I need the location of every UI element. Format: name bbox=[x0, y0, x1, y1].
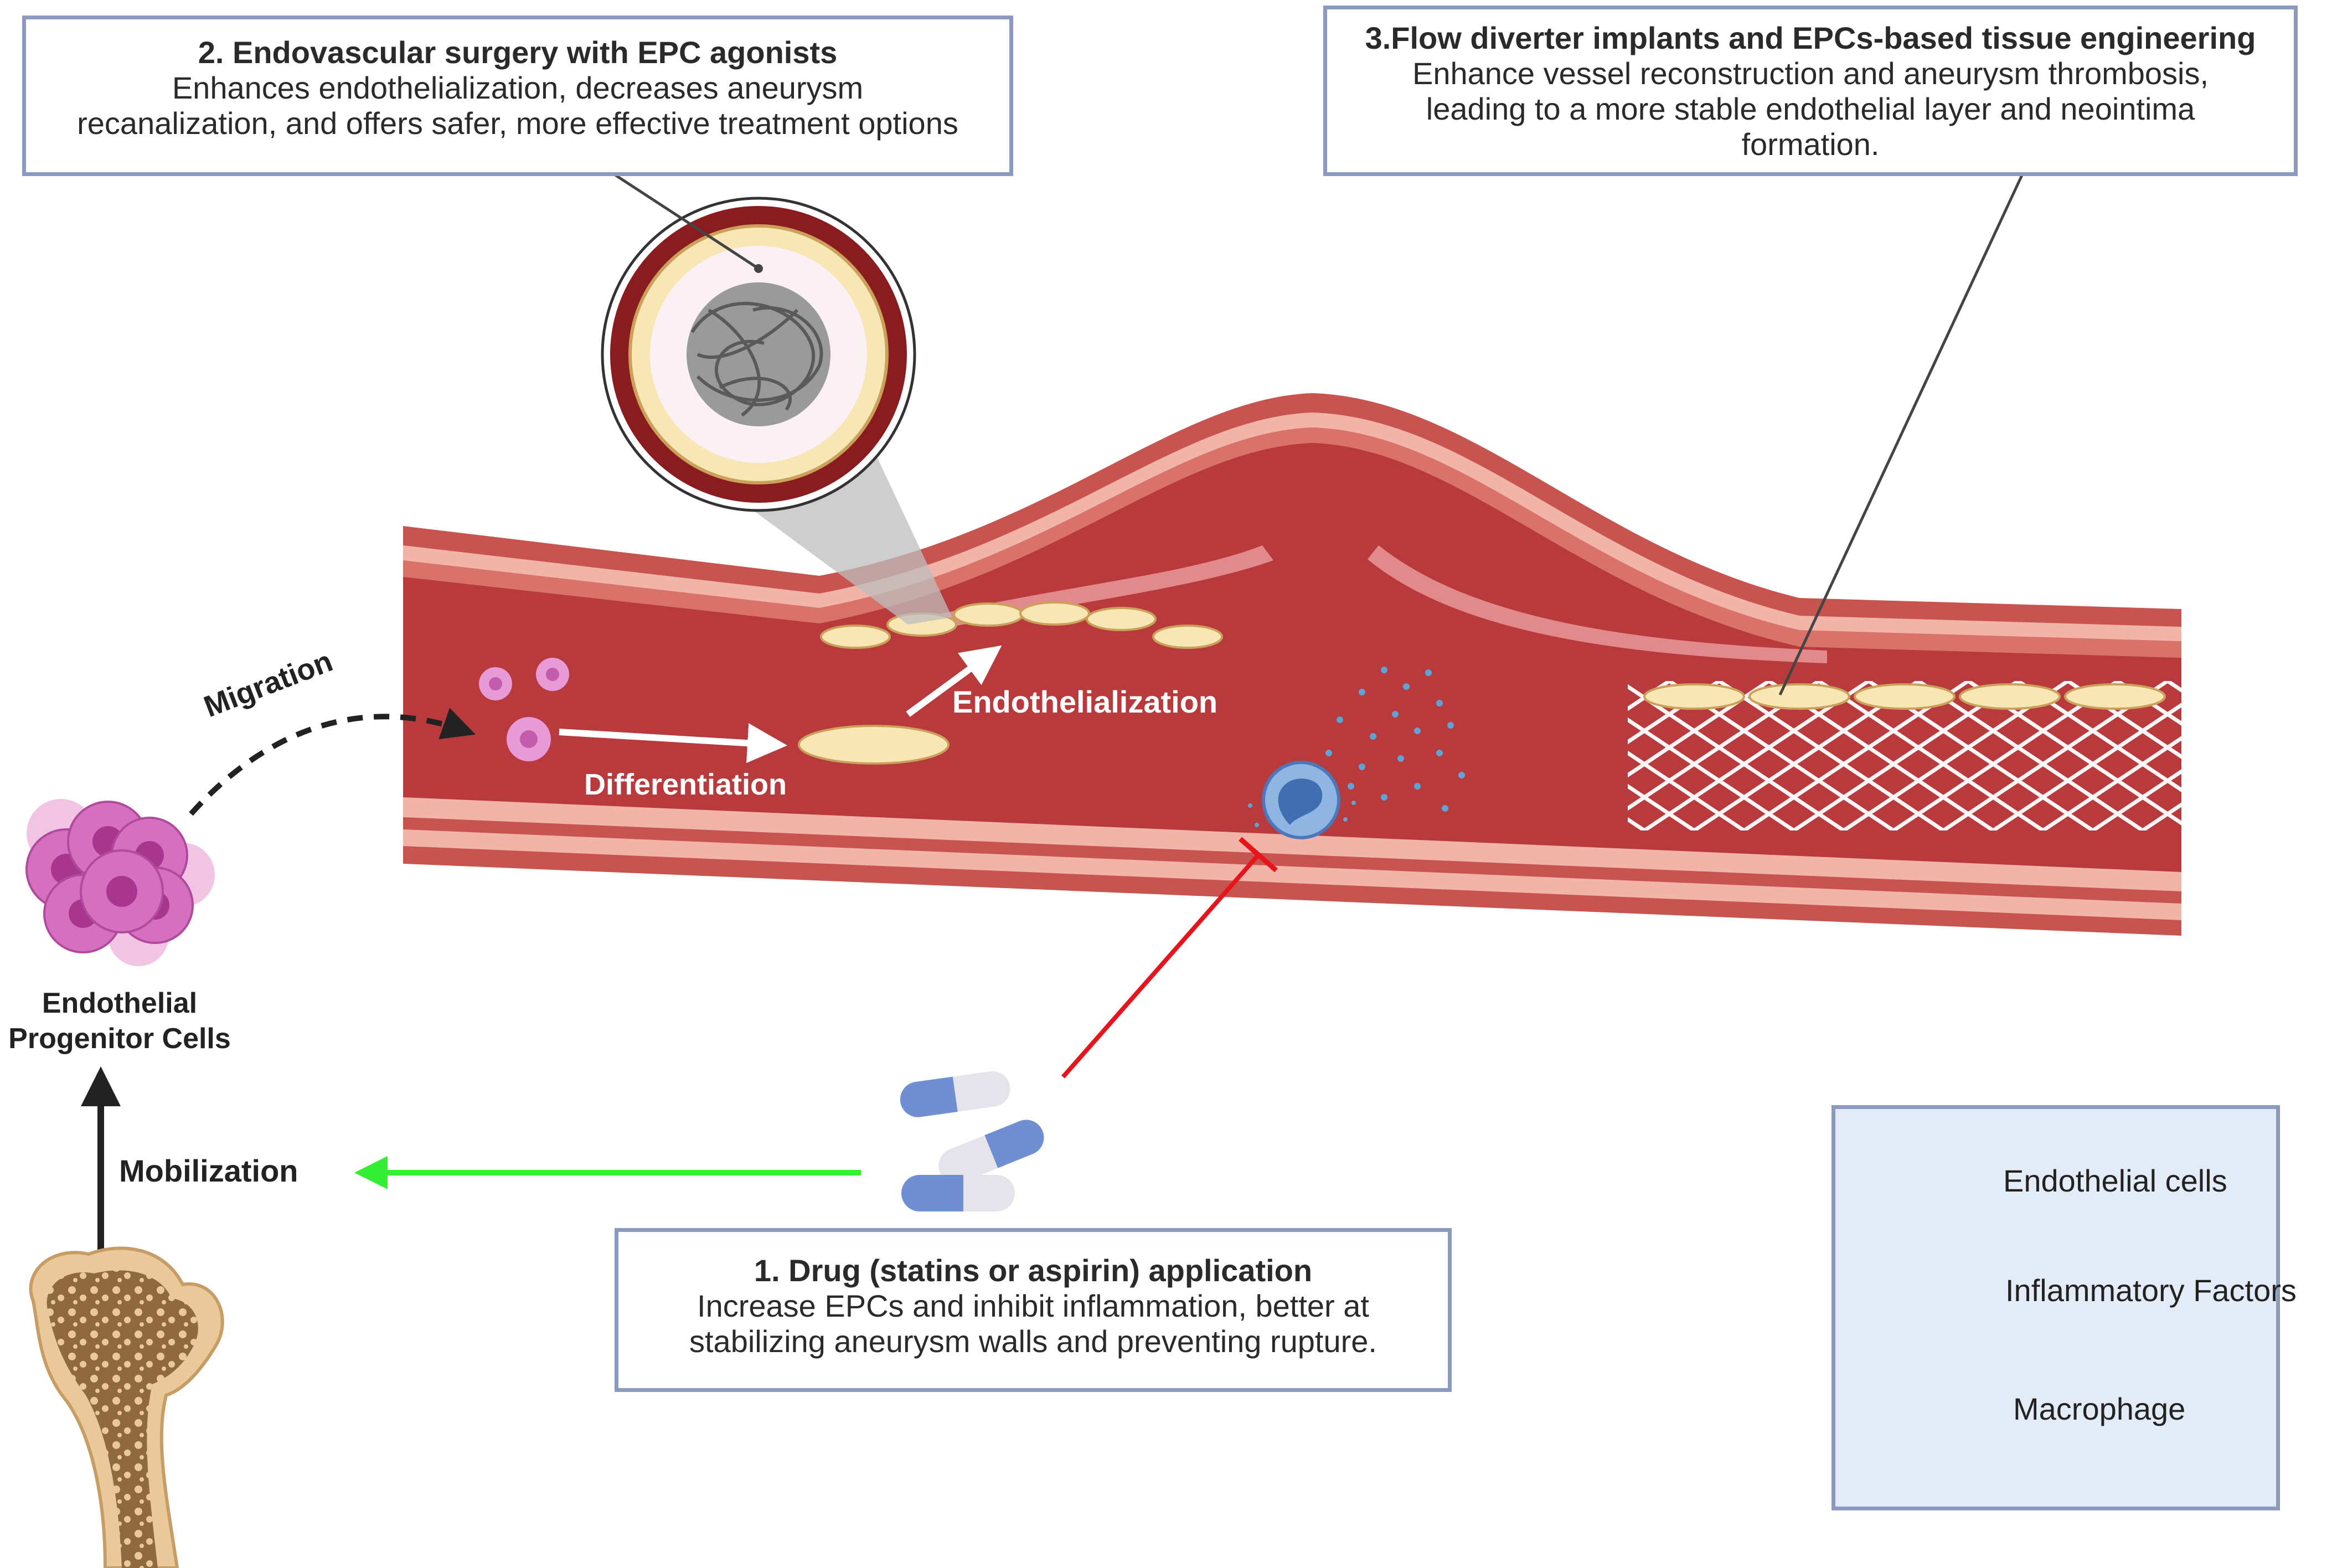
legend-endothelial-cells-label: Endothelial cells bbox=[2003, 1163, 2227, 1198]
surgery-title: 2. Endovascular surgery with EPC agonist… bbox=[198, 35, 838, 70]
flow-title: 3.Flow diverter implants and EPCs-based … bbox=[1365, 20, 2256, 55]
callout-line-surgery bbox=[611, 171, 760, 270]
endothelial-cell-row-left bbox=[820, 601, 1223, 649]
inhibition-arrow bbox=[1061, 837, 1278, 1079]
surgery-line-2: recanalization, and offers safer, more e… bbox=[77, 106, 958, 141]
macrophage-cell bbox=[1248, 761, 1356, 839]
circulating-epcs bbox=[479, 658, 569, 761]
endothelialization-label: Endothelialization bbox=[952, 684, 1218, 719]
epc-cluster-graphic bbox=[25, 799, 215, 966]
differentiation-label: Differentiation bbox=[584, 768, 787, 801]
flow-line-2: leading to a more stable endothelial lay… bbox=[1426, 91, 2195, 126]
vessel-wall-lower bbox=[403, 797, 2181, 891]
legend-panel bbox=[1831, 1105, 2280, 1510]
surgery-line-1: Enhances endothelialization, decreases a… bbox=[172, 70, 864, 105]
flow-line-3: formation. bbox=[1741, 127, 1880, 162]
callout-box-endovascular-surgery: 2. Endovascular surgery with EPC agonist… bbox=[22, 16, 1013, 176]
flow-line-1: Enhance vessel reconstruction and aneury… bbox=[1412, 56, 2209, 91]
intima-flap-right bbox=[1368, 545, 1827, 663]
callout-box-drug-application: 1. Drug (statins or aspirin) application… bbox=[615, 1228, 1452, 1392]
mobilization-label: Mobilization bbox=[119, 1153, 298, 1188]
legend-macrophage-label: Macrophage bbox=[2013, 1391, 2186, 1426]
differentiating-endothelial-cell bbox=[798, 725, 950, 765]
callout-box-flow-diverter: 3.Flow diverter implants and EPCs-based … bbox=[1323, 6, 2298, 176]
drug-line-2: stabilizing aneurysm walls and preventin… bbox=[689, 1324, 1377, 1359]
callout-line-flow bbox=[1778, 171, 2025, 696]
epc-label: Endothelial Progenitor Cells bbox=[0, 986, 239, 1056]
legend-inflammatory-factors-label: Inflammatory Factors bbox=[2005, 1273, 2297, 1308]
epc-label-line-1: Endothelial bbox=[42, 987, 198, 1019]
epc-label-line-2: Progenitor Cells bbox=[8, 1023, 231, 1055]
drug-line-1: Increase EPCs and inhibit inflammation, … bbox=[697, 1288, 1369, 1323]
drug-capsules bbox=[900, 1071, 1044, 1211]
bone-marrow-femur bbox=[29, 1246, 224, 1568]
coil-crosssection bbox=[601, 197, 916, 512]
endothelial-cell-row-stent bbox=[1643, 683, 2166, 710]
endothelialization-arrow bbox=[906, 645, 1002, 717]
differentiation-arrow bbox=[559, 723, 787, 764]
drug-title: 1. Drug (statins or aspirin) application bbox=[754, 1253, 1313, 1288]
